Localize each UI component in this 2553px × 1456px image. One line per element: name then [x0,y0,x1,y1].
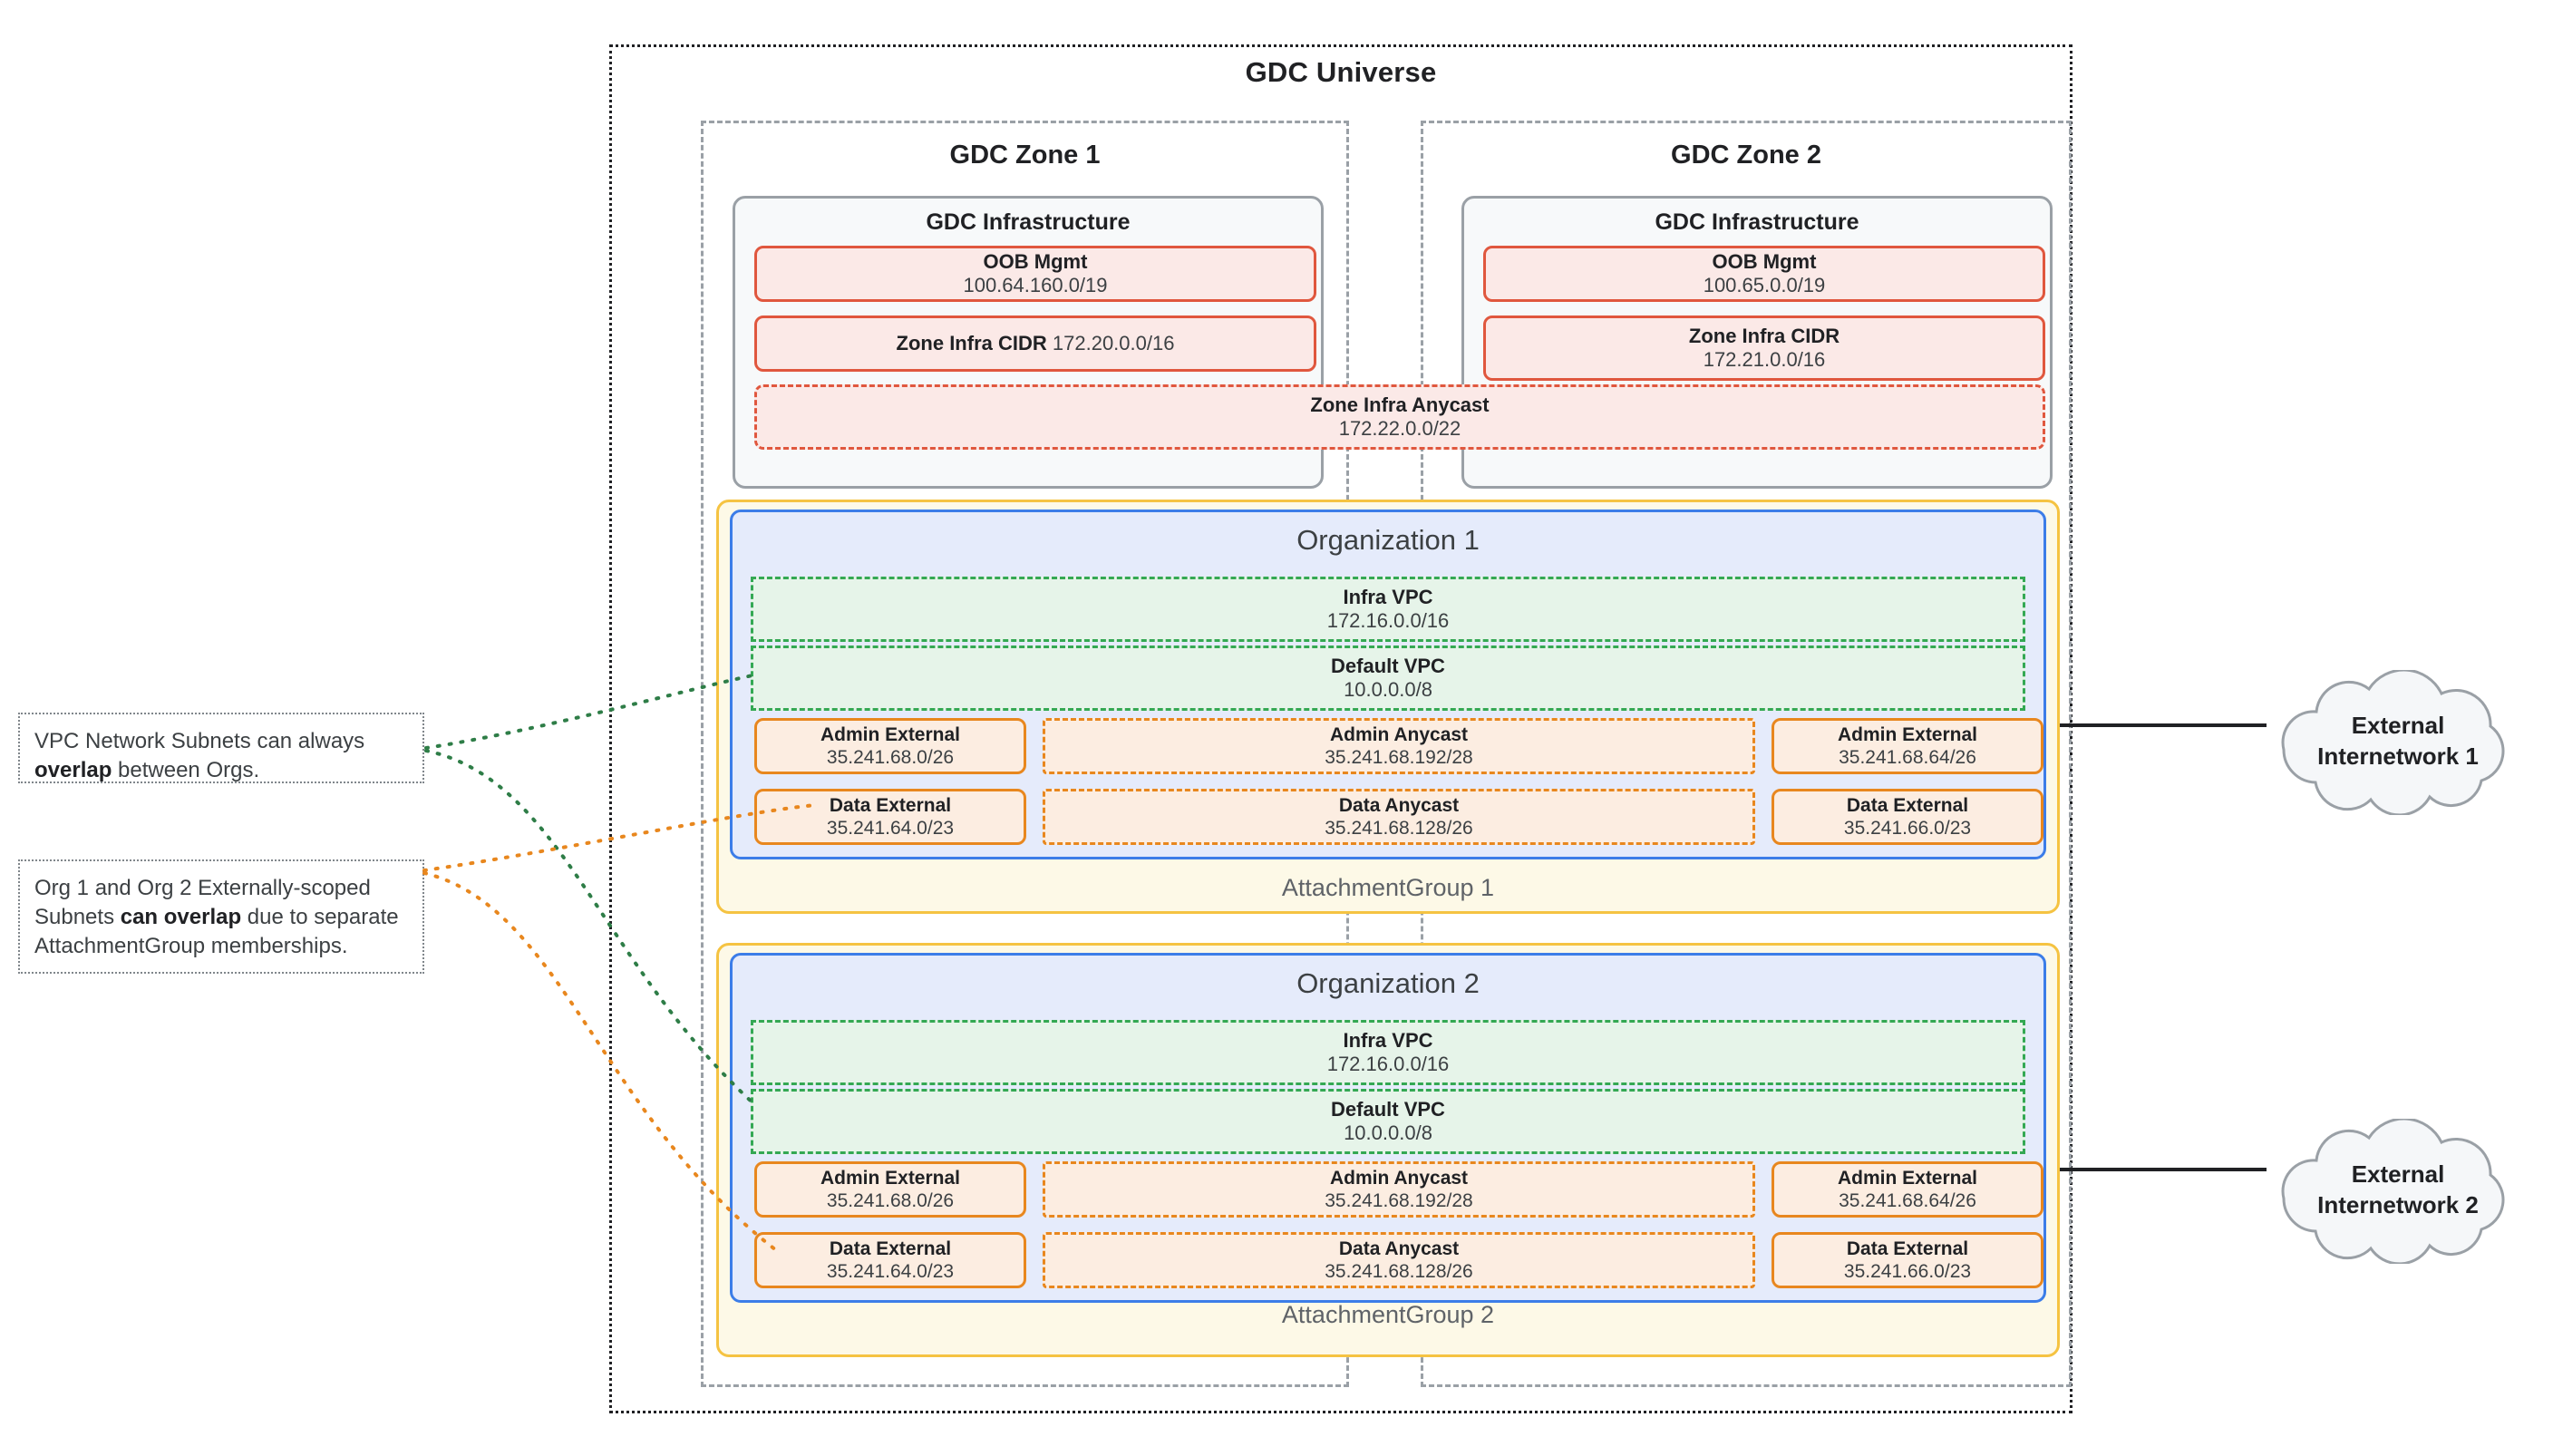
annotation-vpc-overlap: VPC Network Subnets can always overlap b… [18,713,424,783]
zone-1-infra-cidr-text: Zone Infra CIDR 172.20.0.0/16 [897,332,1175,355]
org-2-admin-anycast: Admin Anycast 35.241.68.192/28 [1043,1161,1755,1218]
zone-1-infra-cidr-label: Zone Infra CIDR [896,332,1047,355]
cloud-shape-icon [2281,1117,2505,1266]
org-1-admin-external-right-label: Admin External [1837,723,1978,745]
org-2-admin-anycast-label: Admin Anycast [1329,1167,1469,1189]
org-2-data-external-right-label: Data External [1846,1238,1969,1259]
org-2-default-vpc-label: Default VPC [1331,1097,1445,1121]
zone-infra-anycast-box: Zone Infra Anycast 172.22.0.0/22 [754,384,2045,450]
org-1-infra-vpc-label: Infra VPC [1343,585,1433,608]
org-2-infra-vpc-label: Infra VPC [1343,1028,1433,1052]
zone-2-infra-cidr-label: Zone Infra CIDR [1688,325,1840,348]
org-1-data-anycast-label: Data Anycast [1338,794,1460,816]
gdc-zone-2-title: GDC Zone 2 [1671,141,1821,170]
annotation-1-text-after: between Orgs. [112,757,260,782]
org-2-data-external-right-cidr: 35.241.66.0/23 [1843,1261,1972,1282]
attachment-group-1-label: AttachmentGroup 1 [1281,874,1495,901]
external-internetwork-1-cloud: External Internetwork 1 [2264,668,2532,817]
org-2-admin-external-right-cidr: 35.241.68.64/26 [1839,1190,1976,1211]
org-2-data-external-left-label: Data External [829,1238,952,1259]
org-1-data-anycast: Data Anycast 35.241.68.128/26 [1043,789,1755,845]
zone-1-oob-mgmt-label: OOB Mgmt [983,250,1088,274]
organization-2-title: Organization 2 [1296,967,1480,999]
org-1-default-vpc-cidr: 10.0.0.0/8 [1344,678,1432,701]
org-1-data-external-right-cidr: 35.241.66.0/23 [1843,818,1972,839]
org-2-data-anycast-label: Data Anycast [1338,1238,1460,1259]
annotation-2-text-before: Org 1 and Org 2 Externally-scoped Subnet… [34,876,371,929]
org-1-data-external-left-cidr: 35.241.64.0/23 [826,818,955,839]
org-1-admin-external-left: Admin External 35.241.68.0/26 [754,718,1026,774]
zone-2-oob-mgmt-box: OOB Mgmt 100.65.0.0/19 [1483,246,2045,302]
external-internetwork-1-line2: Internetwork 1 [2317,742,2479,770]
zone-1-infra-cidr-value: 172.20.0.0/16 [1052,332,1175,355]
zone-2-oob-mgmt-cidr: 100.65.0.0/19 [1703,274,1826,296]
org-1-data-anycast-cidr: 35.241.68.128/26 [1325,818,1473,839]
zone-infra-anycast-label: Zone Infra Anycast [1310,393,1490,417]
org-1-data-external-right-label: Data External [1846,794,1969,816]
org-2-data-anycast: Data Anycast 35.241.68.128/26 [1043,1232,1755,1288]
external-internetwork-2-line2: Internetwork 2 [2317,1190,2479,1218]
org-1-admin-anycast-cidr: 35.241.68.192/28 [1325,747,1473,768]
gdc-universe-title: GDC Universe [1245,56,1437,88]
external-internetwork-2-label: External Internetwork 2 [2264,1160,2532,1221]
org-2-admin-external-right-label: Admin External [1837,1167,1978,1189]
org-1-admin-external-left-cidr: 35.241.68.0/26 [826,747,955,768]
org-2-infra-vpc-box: Infra VPC 172.16.0.0/16 [751,1020,2025,1085]
org-2-infra-vpc-cidr: 172.16.0.0/16 [1326,1053,1450,1075]
external-internetwork-1-label: External Internetwork 1 [2264,711,2532,772]
org-1-admin-external-right: Admin External 35.241.68.64/26 [1772,718,2043,774]
org-2-default-vpc-box: Default VPC 10.0.0.0/8 [751,1089,2025,1154]
zone-1-infrastructure-title: GDC Infrastructure [926,209,1131,235]
zone-2-infra-cidr-value: 172.21.0.0/16 [1703,348,1826,371]
zone-1-oob-mgmt-box: OOB Mgmt 100.64.160.0/19 [754,246,1316,302]
gdc-zone-1-title: GDC Zone 1 [949,141,1101,170]
cloud-shape-icon [2281,668,2505,817]
org-2-data-anycast-cidr: 35.241.68.128/26 [1325,1261,1473,1282]
org-1-data-external-right: Data External 35.241.66.0/23 [1772,789,2043,845]
annotation-2-text-after: due to separate AttachmentGroup membersh… [34,904,399,958]
organization-1-title: Organization 1 [1296,524,1480,556]
org-1-data-external-left: Data External 35.241.64.0/23 [754,789,1026,845]
attachment-group-2-label: AttachmentGroup 2 [1281,1301,1495,1328]
org-2-data-external-left: Data External 35.241.64.0/23 [754,1232,1026,1288]
zone-2-infra-cidr-box: Zone Infra CIDR 172.21.0.0/16 [1483,315,2045,381]
external-internetwork-1-line1: External [2351,712,2445,739]
org-2-admin-external-right: Admin External 35.241.68.64/26 [1772,1161,2043,1218]
org-2-admin-anycast-cidr: 35.241.68.192/28 [1325,1190,1473,1211]
annotation-2-bold: can overlap [120,904,242,929]
org-2-default-vpc-cidr: 10.0.0.0/8 [1344,1121,1432,1144]
org-1-admin-anycast: Admin Anycast 35.241.68.192/28 [1043,718,1755,774]
org-1-data-external-left-label: Data External [829,794,952,816]
zone-2-oob-mgmt-label: OOB Mgmt [1712,250,1817,274]
zone-1-infra-cidr-box: Zone Infra CIDR 172.20.0.0/16 [754,315,1316,372]
org-1-admin-external-right-cidr: 35.241.68.64/26 [1839,747,1976,768]
org-2-admin-external-left-cidr: 35.241.68.0/26 [826,1190,955,1211]
org-1-infra-vpc-cidr: 172.16.0.0/16 [1326,609,1450,632]
org-1-default-vpc-box: Default VPC 10.0.0.0/8 [751,645,2025,711]
annotation-external-subnet-overlap: Org 1 and Org 2 Externally-scoped Subnet… [18,859,424,974]
org-2-data-external-right: Data External 35.241.66.0/23 [1772,1232,2043,1288]
org-2-admin-external-left-label: Admin External [820,1167,961,1189]
zone-1-oob-mgmt-cidr: 100.64.160.0/19 [963,274,1108,296]
zone-infra-anycast-cidr: 172.22.0.0/22 [1338,417,1461,440]
external-internetwork-2-line1: External [2351,1160,2445,1188]
org-1-admin-anycast-label: Admin Anycast [1329,723,1469,745]
org-2-admin-external-left: Admin External 35.241.68.0/26 [754,1161,1026,1218]
org-1-default-vpc-label: Default VPC [1331,654,1445,677]
zone-2-infrastructure-title: GDC Infrastructure [1655,209,1859,235]
annotation-1-text-before: VPC Network Subnets can always [34,729,365,753]
external-internetwork-2-cloud: External Internetwork 2 [2264,1117,2532,1266]
org-1-infra-vpc-box: Infra VPC 172.16.0.0/16 [751,577,2025,642]
org-1-admin-external-left-label: Admin External [820,723,961,745]
annotation-1-bold: overlap [34,757,112,782]
org-2-data-external-left-cidr: 35.241.64.0/23 [826,1261,955,1282]
